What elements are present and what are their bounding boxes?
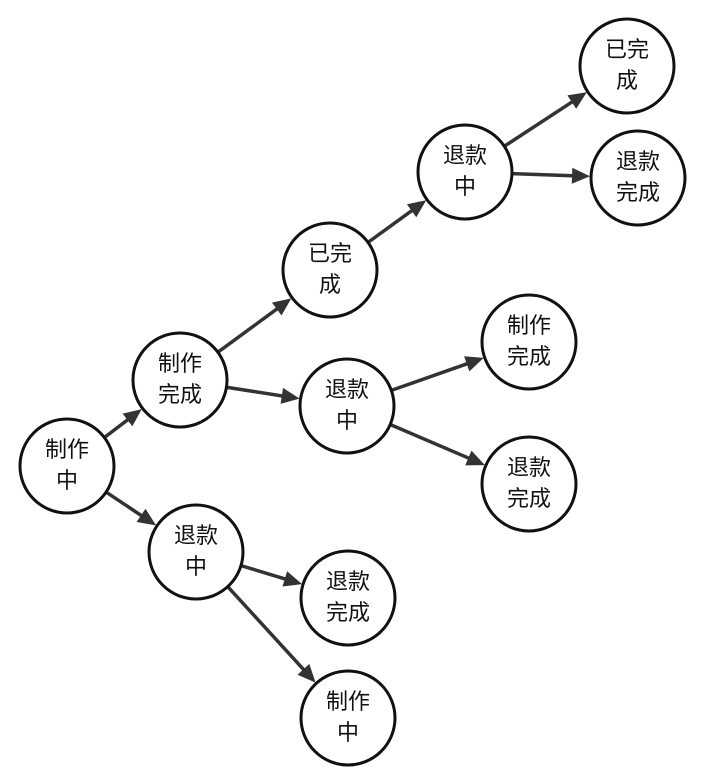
arrowhead-n5-n9 bbox=[464, 356, 484, 372]
state-node-label: 中 bbox=[454, 175, 476, 200]
state-node-label: 中 bbox=[56, 469, 78, 494]
state-node-label: 退款 bbox=[616, 150, 660, 175]
state-node-circle bbox=[480, 435, 578, 533]
edge-n1-n3 bbox=[105, 490, 146, 520]
arrowhead-n4-n6 bbox=[406, 200, 427, 218]
state-node-circle bbox=[298, 357, 396, 455]
state-node-label: 制作 bbox=[507, 314, 551, 339]
edge-n6-n8 bbox=[511, 171, 577, 178]
edge-n3-n11 bbox=[240, 563, 290, 582]
state-node-label: 中 bbox=[336, 409, 358, 434]
state-node-label: 成 bbox=[616, 69, 638, 94]
state-node-label: 退款 bbox=[325, 378, 369, 403]
state-node-circle bbox=[480, 293, 578, 391]
state-node-label: 完成 bbox=[507, 345, 551, 370]
state-node-circle bbox=[18, 417, 116, 515]
state-node-n1: 制作中 bbox=[18, 417, 116, 515]
edge-n5-n9 bbox=[390, 360, 472, 393]
state-node-label: 退款 bbox=[174, 524, 218, 549]
edge-n3-n12 bbox=[226, 585, 308, 674]
nodes-layer: 制作中制作完成退款中已完成退款中退款中已完成退款完成制作完成退款完成退款完成制作… bbox=[18, 17, 687, 767]
state-node-label: 退款 bbox=[507, 456, 551, 481]
arrowhead-n5-n10 bbox=[465, 450, 485, 466]
state-node-label: 制作 bbox=[158, 352, 202, 377]
state-node-circle bbox=[147, 503, 245, 601]
state-node-circle bbox=[578, 17, 676, 115]
state-node-label: 已完 bbox=[605, 38, 649, 63]
arrowhead-n1-n3 bbox=[136, 508, 157, 526]
state-node-n5: 退款中 bbox=[298, 357, 396, 455]
edge-n6-n7 bbox=[503, 98, 577, 148]
state-node-n7: 已完成 bbox=[578, 17, 676, 115]
edges-layer bbox=[103, 92, 590, 683]
state-node-label: 完成 bbox=[616, 181, 660, 206]
arrowhead-n3-n12 bbox=[297, 663, 316, 683]
state-node-circle bbox=[131, 331, 229, 429]
edge-n1-n2 bbox=[103, 416, 132, 439]
edge-n2-n4 bbox=[216, 305, 282, 354]
state-node-label: 完成 bbox=[326, 601, 370, 626]
state-node-label: 已完 bbox=[308, 242, 352, 267]
arrowhead-n3-n11 bbox=[282, 571, 303, 587]
state-node-label: 退款 bbox=[443, 144, 487, 169]
state-node-circle bbox=[416, 123, 514, 221]
state-node-circle bbox=[589, 129, 687, 227]
state-node-n6: 退款中 bbox=[416, 123, 514, 221]
state-node-n3: 退款中 bbox=[147, 503, 245, 601]
state-node-label: 中 bbox=[337, 721, 359, 746]
state-node-circle bbox=[299, 669, 397, 767]
arrowhead-n1-n2 bbox=[122, 409, 142, 427]
state-node-circle bbox=[281, 221, 379, 319]
arrowhead-n6-n8 bbox=[571, 167, 590, 184]
arrowhead-n6-n7 bbox=[567, 92, 587, 109]
edge-n4-n6 bbox=[367, 207, 416, 244]
state-node-circle bbox=[299, 549, 397, 647]
state-node-n4: 已完成 bbox=[281, 221, 379, 319]
arrowhead-n2-n4 bbox=[272, 298, 292, 316]
edge-n5-n10 bbox=[389, 422, 473, 462]
state-node-label: 中 bbox=[185, 555, 207, 580]
state-node-label: 制作 bbox=[45, 438, 89, 463]
state-node-label: 成 bbox=[319, 273, 341, 298]
state-node-label: 完成 bbox=[158, 383, 202, 408]
state-node-n12: 制作中 bbox=[299, 669, 397, 767]
state-node-label: 制作 bbox=[326, 690, 370, 715]
state-node-label: 完成 bbox=[507, 487, 551, 512]
arrowhead-n2-n5 bbox=[280, 387, 300, 404]
state-node-label: 退款 bbox=[326, 570, 370, 595]
edge-n2-n5 bbox=[226, 385, 287, 399]
